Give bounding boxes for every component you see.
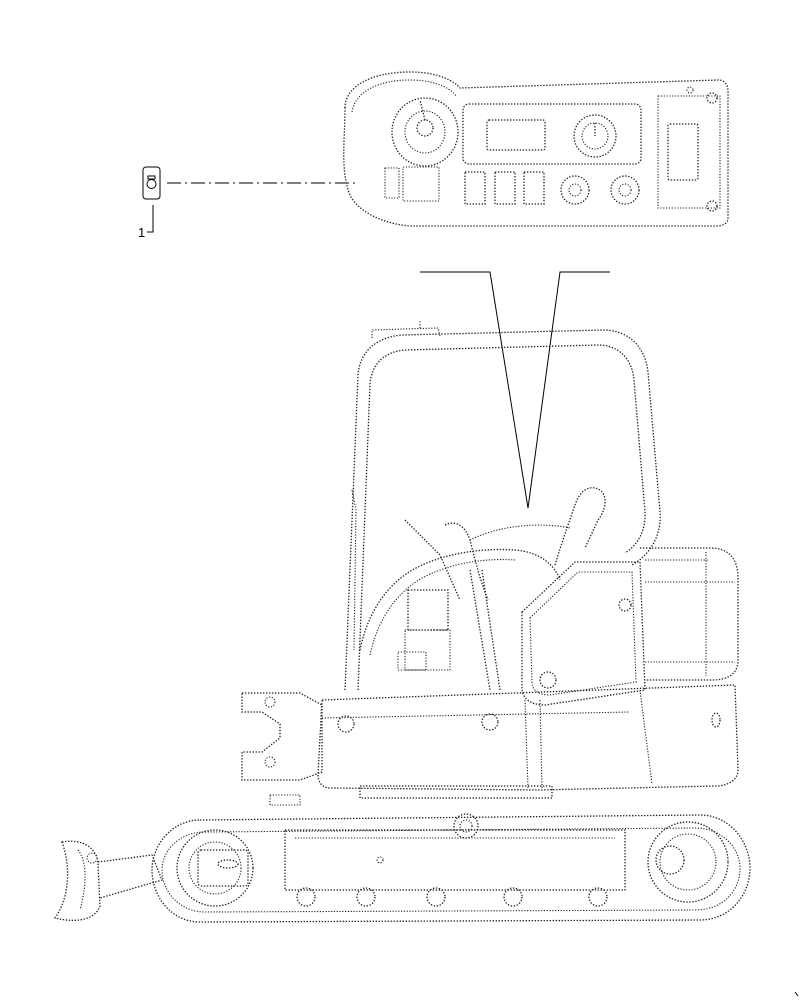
console-panel: [343, 71, 729, 227]
leader-line-left: [420, 271, 529, 509]
callout-bracket: [147, 205, 154, 233]
callout-part-switch: [142, 166, 161, 200]
corner-mark: [794, 991, 799, 997]
excavator-side-view: [53, 320, 751, 923]
callout-label-1: 1: [138, 225, 145, 240]
leader-line-right: [527, 271, 610, 509]
